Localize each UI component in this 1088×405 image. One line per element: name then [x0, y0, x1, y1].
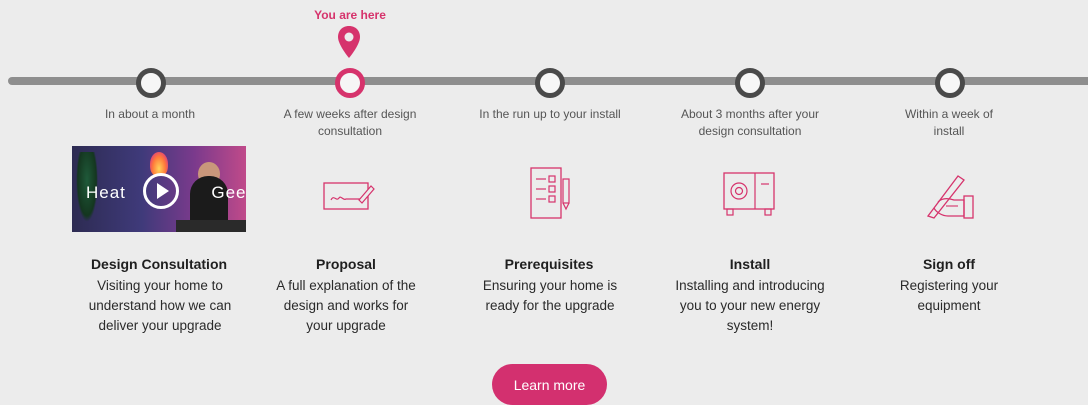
video-brand-left: Heat — [86, 183, 126, 202]
step-4-description: Installing and introducing you to your n… — [675, 278, 825, 333]
timeline-node-4[interactable] — [735, 68, 765, 98]
timeline-node-5[interactable] — [935, 68, 965, 98]
play-icon[interactable] — [143, 173, 179, 209]
learn-more-button[interactable]: Learn more — [492, 364, 607, 405]
plant-decoration — [76, 152, 98, 222]
design-consultation-video[interactable]: Heat Geek — [72, 146, 246, 232]
step-3-description: Ensuring your home is ready for the upgr… — [482, 278, 618, 313]
step-1-description: Visiting your home to understand how we … — [88, 278, 232, 333]
step-4-title: Install — [729, 256, 771, 272]
step-2-timing: A few weeks after design consultation — [283, 107, 417, 138]
step-1-timing: In about a month — [104, 107, 196, 121]
you-are-here-label: You are here — [314, 8, 386, 22]
timeline-node-1[interactable] — [136, 68, 166, 98]
checklist-icon — [530, 167, 570, 219]
laptop — [176, 220, 246, 232]
video-brand-right: Geek — [211, 183, 246, 202]
step-3-timing: In the run up to your install — [479, 107, 621, 121]
step-5-description: Registering your equipment — [899, 278, 999, 313]
step-5-timing: Within a week of install — [904, 107, 994, 138]
heat-pump-icon — [723, 172, 775, 216]
step-5-title: Sign off — [922, 256, 976, 272]
timeline-node-2-current[interactable] — [335, 68, 365, 98]
hand-writing-icon — [926, 175, 974, 219]
step-2-description: A full explanation of the design and wor… — [276, 278, 416, 333]
signature-icon — [323, 182, 375, 210]
step-2-title: Proposal — [316, 256, 376, 272]
location-pin-icon — [338, 26, 360, 58]
step-1-title: Design Consultation — [90, 256, 228, 272]
step-3-title: Prerequisites — [504, 256, 594, 272]
flame-logo-icon — [150, 152, 168, 176]
step-4-timing: About 3 months after your design consult… — [680, 107, 820, 138]
timeline-node-3[interactable] — [535, 68, 565, 98]
